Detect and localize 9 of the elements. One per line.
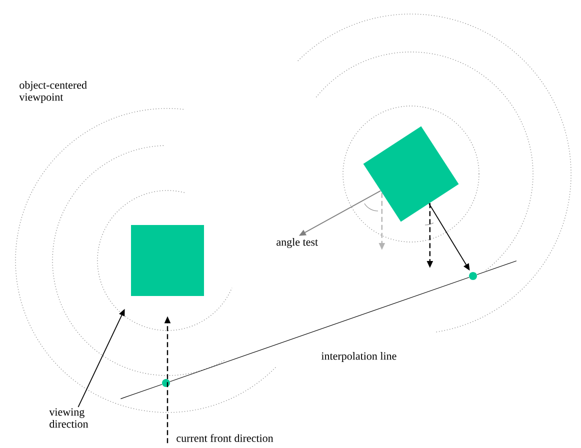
dot <box>162 379 170 387</box>
text-label: angle test <box>276 238 318 248</box>
text-label: interpolation line <box>321 352 396 362</box>
text-label: object-centered viewpoint <box>19 81 87 103</box>
line <box>170 277 470 382</box>
text-label: viewing direction <box>49 408 88 428</box>
dot <box>469 272 477 280</box>
square <box>131 225 204 296</box>
text-label: current front direction <box>176 434 274 442</box>
